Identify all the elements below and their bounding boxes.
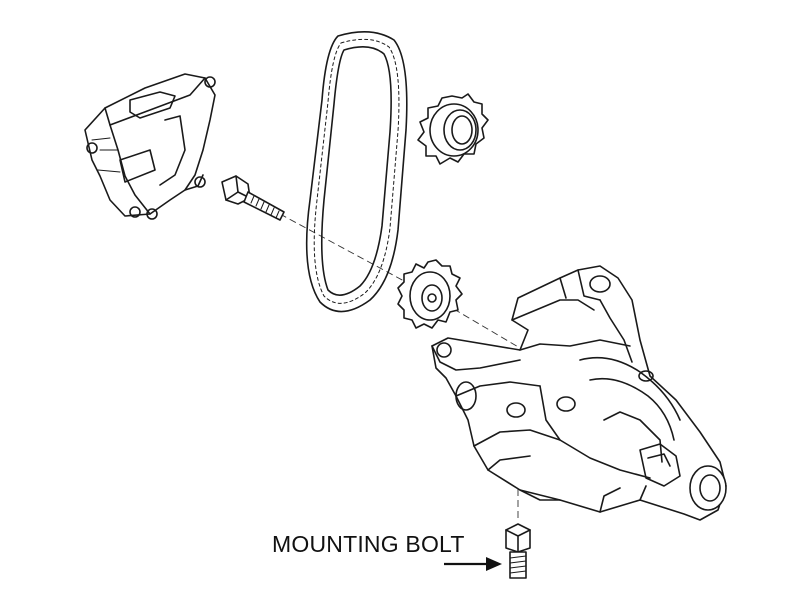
sprocket-bolt-icon	[221, 175, 285, 221]
chain-cover-icon	[84, 73, 216, 220]
oil-pump-housing-icon	[431, 265, 727, 521]
arrow-right-icon	[444, 557, 502, 571]
drive-chain-icon	[305, 31, 408, 313]
lower-sprocket-icon	[397, 259, 463, 329]
mounting-bolt-icon	[505, 523, 531, 579]
upper-sprocket-icon	[417, 93, 489, 165]
mounting-bolt-label: MOUNTING BOLT	[272, 531, 465, 557]
